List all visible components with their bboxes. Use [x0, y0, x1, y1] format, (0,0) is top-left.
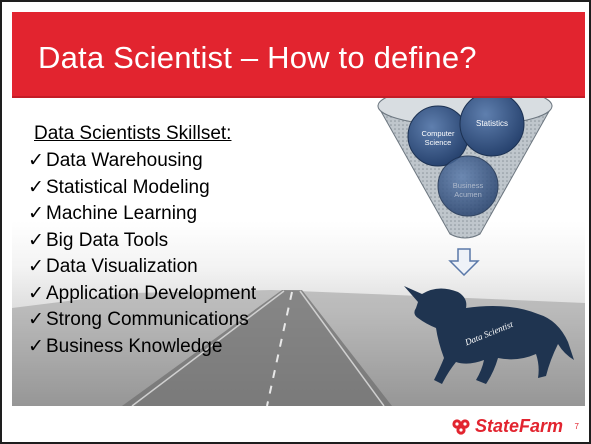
skill-item: ✓Machine Learning: [28, 201, 256, 228]
circle-label-acumen: Acumen: [454, 190, 482, 199]
skill-item: ✓Strong Communications: [28, 307, 256, 334]
circle-label-science: Science: [425, 138, 452, 147]
check-icon: ✓: [28, 335, 44, 357]
skill-item: ✓Data Visualization: [28, 254, 256, 281]
down-arrow-icon: [448, 248, 480, 276]
circle-label-computer: Computer: [422, 129, 455, 138]
skill-item: ✓Application Development: [28, 281, 256, 308]
circle-label-business: Business: [453, 181, 484, 190]
unicorn-icon: Data Scientist: [404, 286, 574, 384]
skill-item: ✓Business Knowledge: [28, 334, 256, 361]
statistics-circle: [459, 98, 525, 157]
business-acumen-circle: [437, 155, 499, 217]
skills-list: ✓Data Warehousing ✓Statistical Modeling …: [28, 148, 256, 360]
check-icon: ✓: [28, 203, 44, 224]
skill-label: Data Warehousing: [46, 150, 203, 171]
check-icon: ✓: [28, 150, 44, 171]
skill-label: Strong Communications: [46, 309, 249, 330]
check-icon: ✓: [28, 229, 44, 251]
check-icon: ✓: [28, 176, 44, 198]
page-number: 7: [574, 422, 579, 431]
state-farm-logo-icon: [452, 418, 470, 435]
skills-funnel-diagram: Computer Science Statistics Business Acu…: [377, 98, 553, 239]
skills-heading: Data Scientists Skillset:: [34, 123, 232, 144]
skill-item: ✓Big Data Tools: [28, 228, 256, 255]
slide-title: Data Scientist – How to define?: [38, 40, 477, 75]
logo-text: StateFarm: [474, 416, 563, 436]
skill-label: Machine Learning: [46, 203, 198, 224]
skill-label: Statistical Modeling: [46, 176, 210, 198]
state-farm-logo: StateFarm: [451, 416, 563, 437]
check-icon: ✓: [28, 282, 44, 304]
skill-label: Business Knowledge: [46, 335, 223, 357]
check-icon: ✓: [28, 256, 44, 277]
skill-label: Big Data Tools: [46, 229, 169, 251]
skill-label: Data Visualization: [46, 256, 198, 277]
check-icon: ✓: [28, 309, 44, 330]
title-bar: Data Scientist – How to define?: [12, 12, 585, 98]
skill-item: ✓Statistical Modeling: [28, 175, 256, 202]
background-photo: Data Scientists Skillset: ✓Data Warehous…: [12, 98, 585, 406]
skill-item: ✓Data Warehousing: [28, 148, 256, 175]
circle-label-statistics: Statistics: [476, 119, 508, 128]
skill-label: Application Development: [46, 282, 257, 304]
